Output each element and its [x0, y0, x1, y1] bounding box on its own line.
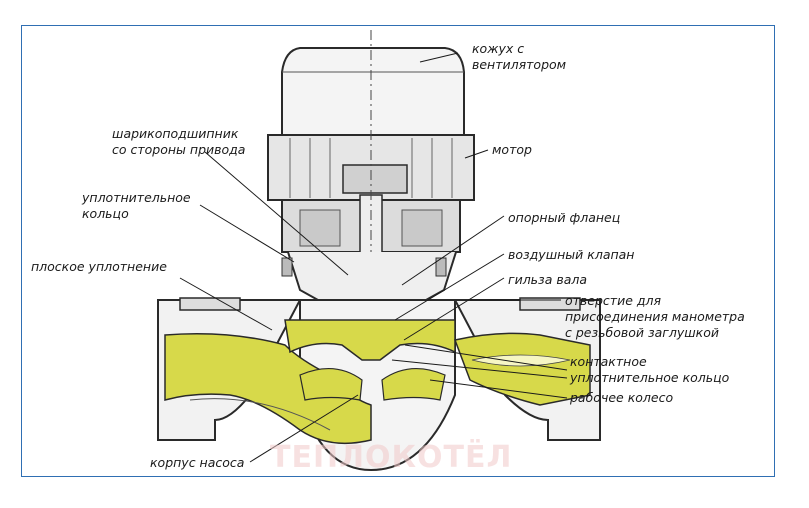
label-air-valve: воздушный клапан — [508, 247, 635, 262]
watermark: ТЕПЛОКОТЁЛ — [270, 440, 513, 475]
label-flat-seal: плоское уплотнение — [31, 259, 167, 274]
label-support-flange: опорный фланец — [508, 210, 621, 225]
label-pump-body: корпус насоса — [150, 455, 245, 470]
motor-fan-cover — [281, 47, 465, 136]
leader-lines — [179, 52, 568, 463]
support-lantern — [281, 251, 457, 301]
fluid-flow — [164, 319, 591, 445]
diagram-frame — [21, 25, 775, 477]
label-impeller: рабочее колесо — [570, 390, 674, 405]
label-motor: мотор — [492, 142, 532, 157]
label-shaft-sleeve: гильза вала — [508, 272, 588, 287]
